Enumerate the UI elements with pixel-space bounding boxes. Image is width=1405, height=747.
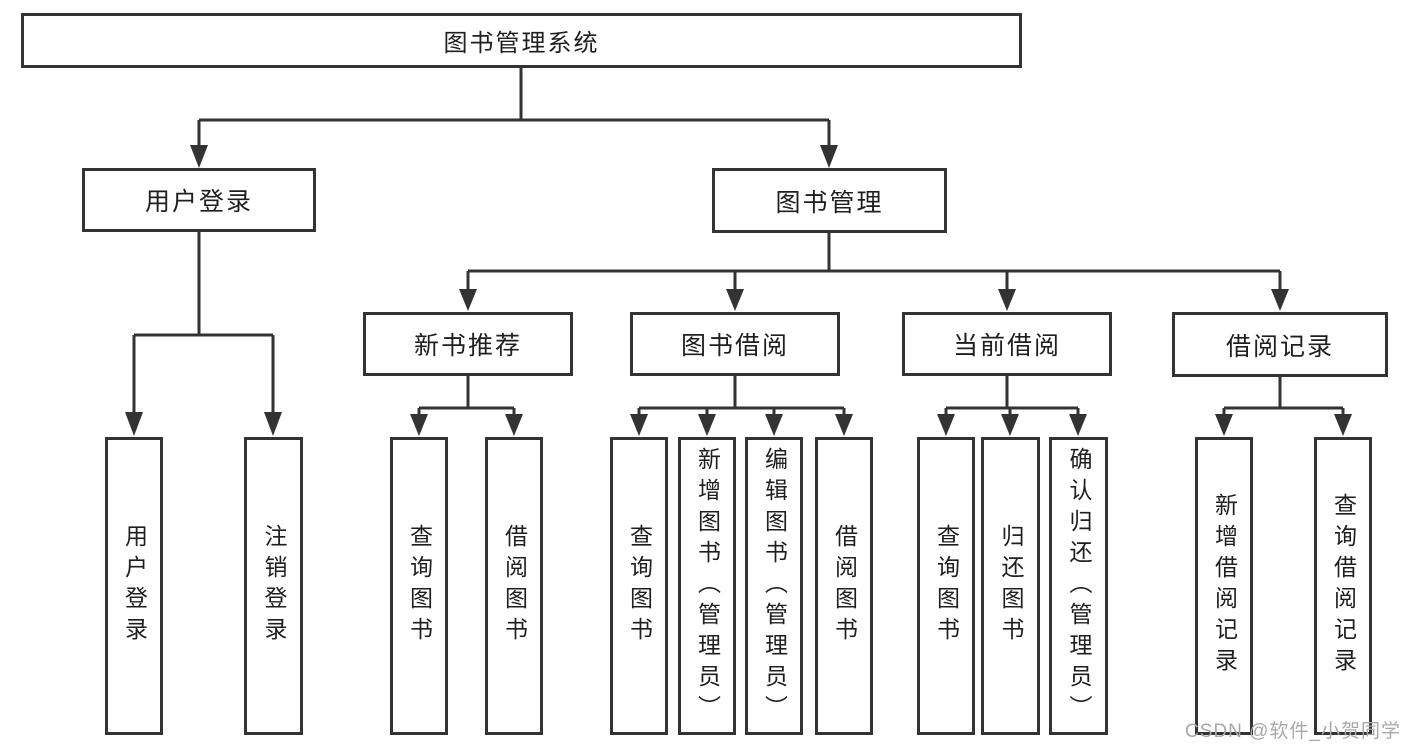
node-new-books-label: 新书推荐 [413, 332, 522, 360]
leaf-user-login-label: 用户登录 [121, 524, 148, 648]
leaf-borrow-add-label: 新增图书（管理员） [694, 446, 721, 726]
node-book-borrow-label: 图书借阅 [680, 332, 789, 360]
connector-book-mgmt [466, 233, 1282, 290]
node-current-borrow-label: 当前借阅 [952, 332, 1061, 360]
leaf-borrow-borrow: 借阅图书 [815, 437, 873, 735]
connector-new-books [417, 376, 516, 415]
leaf-records-add-label: 新增借阅记录 [1211, 493, 1238, 679]
arrowheads [125, 145, 1352, 436]
node-current-borrow: 当前借阅 [902, 312, 1112, 376]
leaf-current-query-label: 查询图书 [933, 524, 960, 648]
node-new-books: 新书推荐 [363, 312, 573, 376]
leaf-newbooks-query-label: 查询图书 [406, 524, 433, 648]
leaf-user-login: 用户登录 [105, 437, 163, 735]
leaf-records-query: 查询借阅记录 [1314, 437, 1372, 735]
leaf-logout-label: 注销登录 [261, 524, 287, 648]
leaf-newbooks-query: 查询图书 [390, 437, 448, 735]
node-borrow-records-label: 借阅记录 [1225, 332, 1334, 361]
leaf-borrow-add: 新增图书（管理员） [678, 437, 736, 735]
leaf-logout: 注销登录 [244, 437, 303, 735]
leaf-current-return: 归还图书 [981, 437, 1040, 735]
node-root: 图书管理系统 [21, 13, 1022, 68]
leaf-newbooks-borrow-label: 借阅图书 [501, 524, 528, 648]
leaf-records-add: 新增借阅记录 [1195, 437, 1253, 735]
node-user-login-label: 用户登录 [144, 188, 253, 216]
leaf-current-confirm-label: 确认归还（管理员） [1066, 446, 1092, 726]
leaf-borrow-borrow-label: 借阅图书 [831, 524, 858, 648]
node-book-mgmt-label: 图书管理 [775, 188, 884, 217]
connector-root [197, 68, 831, 148]
leaf-borrow-query-label: 查询图书 [626, 524, 653, 648]
leaf-newbooks-borrow: 借阅图书 [485, 437, 543, 735]
leaf-current-query: 查询图书 [917, 437, 975, 735]
connector-user-login [132, 232, 275, 413]
leaf-borrow-edit: 编辑图书（管理员） [745, 437, 803, 735]
connector-book-borrow [637, 376, 846, 415]
leaf-borrow-edit-label: 编辑图书（管理员） [761, 446, 788, 726]
node-book-borrow: 图书借阅 [630, 312, 840, 376]
node-borrow-records: 借阅记录 [1172, 312, 1388, 377]
leaf-current-confirm: 确认归还（管理员） [1049, 437, 1108, 735]
leaf-records-query-label: 查询借阅记录 [1330, 493, 1357, 679]
leaf-borrow-query: 查询图书 [610, 437, 668, 735]
node-book-mgmt: 图书管理 [712, 168, 947, 233]
watermark: CSDN @软件_小贺同学 [1185, 721, 1401, 742]
node-root-label: 图书管理系统 [443, 30, 600, 57]
connector-borrow-records [1222, 377, 1345, 415]
connector-current-borrow [944, 376, 1080, 415]
leaf-current-return-label: 归还图书 [998, 524, 1024, 648]
node-user-login: 用户登录 [82, 168, 316, 232]
